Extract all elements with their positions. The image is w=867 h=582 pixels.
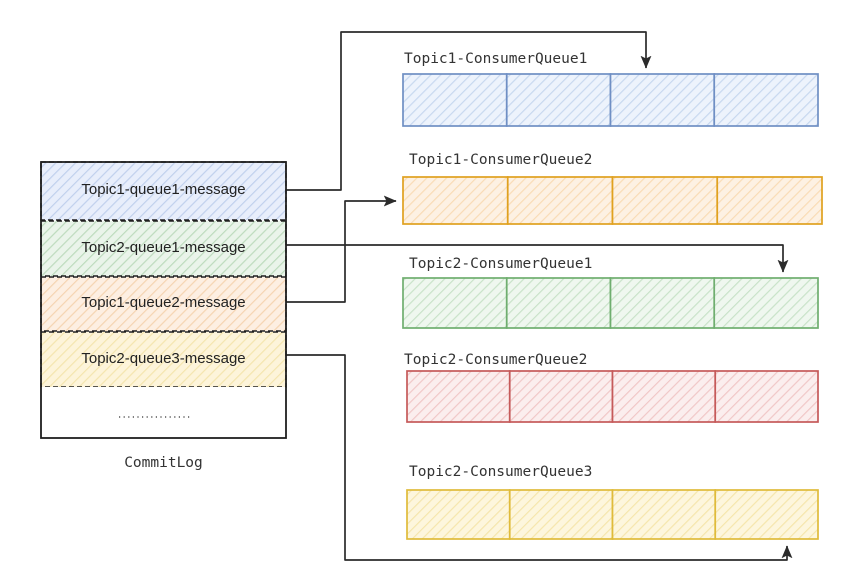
queue-2-cell-3[interactable] xyxy=(611,176,719,225)
connector-arrow-1 xyxy=(286,31,652,191)
queue-2-cell-1[interactable] xyxy=(402,176,509,225)
commitlog-row-5[interactable] xyxy=(41,387,286,438)
consumer-queue-2[interactable] xyxy=(402,176,823,225)
queue-5-cell-1[interactable] xyxy=(406,489,511,540)
queue-2-cell-4[interactable] xyxy=(716,176,823,225)
queue-5-cell-2[interactable] xyxy=(508,489,614,540)
commitlog-row-label-2: Topic2-queue1-message xyxy=(81,238,246,256)
queue-3-cell-1[interactable] xyxy=(402,277,508,329)
queue-3-cell-4[interactable] xyxy=(713,277,819,329)
queue-4-cell-3[interactable] xyxy=(611,370,717,423)
queue-1-cell-4[interactable] xyxy=(713,73,819,127)
queue-label-1: Topic1-ConsumerQueue1 xyxy=(404,51,588,67)
queue-label-4: Topic2-ConsumerQueue2 xyxy=(404,352,588,368)
commitlog-row-label-4: Topic2-queue3-message xyxy=(81,349,246,367)
queue-4-cell-2[interactable] xyxy=(508,370,614,423)
consumer-queue-4[interactable] xyxy=(406,370,819,423)
queue-4-cell-4[interactable] xyxy=(714,370,819,423)
queue-5-cell-3[interactable] xyxy=(611,489,717,540)
commitlog-row-1[interactable] xyxy=(40,161,287,221)
connector-arrow-2 xyxy=(286,244,789,273)
connector-arrow-4 xyxy=(286,354,793,561)
queue-3-cell-3[interactable] xyxy=(609,277,716,329)
commitlog-outer-border xyxy=(40,161,287,439)
consumer-queue-1[interactable] xyxy=(402,73,819,127)
queue-3-cell-2[interactable] xyxy=(505,277,612,329)
commitlog-row-label-3: Topic1-queue2-message xyxy=(81,294,246,311)
queue-1-cell-3[interactable] xyxy=(609,73,716,127)
consumer-queue-3[interactable] xyxy=(402,277,819,329)
commitlog-row-label-1: Topic1-queue1-message xyxy=(81,181,246,198)
queue-1-cell-1[interactable] xyxy=(402,73,508,127)
connector-arrow-3 xyxy=(286,195,397,303)
queue-1-cell-2[interactable] xyxy=(505,73,612,127)
queue-5-cell-4[interactable] xyxy=(714,489,819,540)
consumer-queue-5[interactable] xyxy=(406,489,819,540)
queue-label-2: Topic1-ConsumerQueue2 xyxy=(409,152,593,168)
queue-label-5: Topic2-ConsumerQueue3 xyxy=(409,464,593,480)
queue-2-cell-2[interactable] xyxy=(506,176,614,225)
commitlog-row-4[interactable] xyxy=(40,331,287,388)
queue-label-3: Topic2-ConsumerQueue1 xyxy=(409,256,593,272)
commitlog-caption: CommitLog xyxy=(124,455,203,471)
queue-4-cell-1[interactable] xyxy=(406,370,511,423)
